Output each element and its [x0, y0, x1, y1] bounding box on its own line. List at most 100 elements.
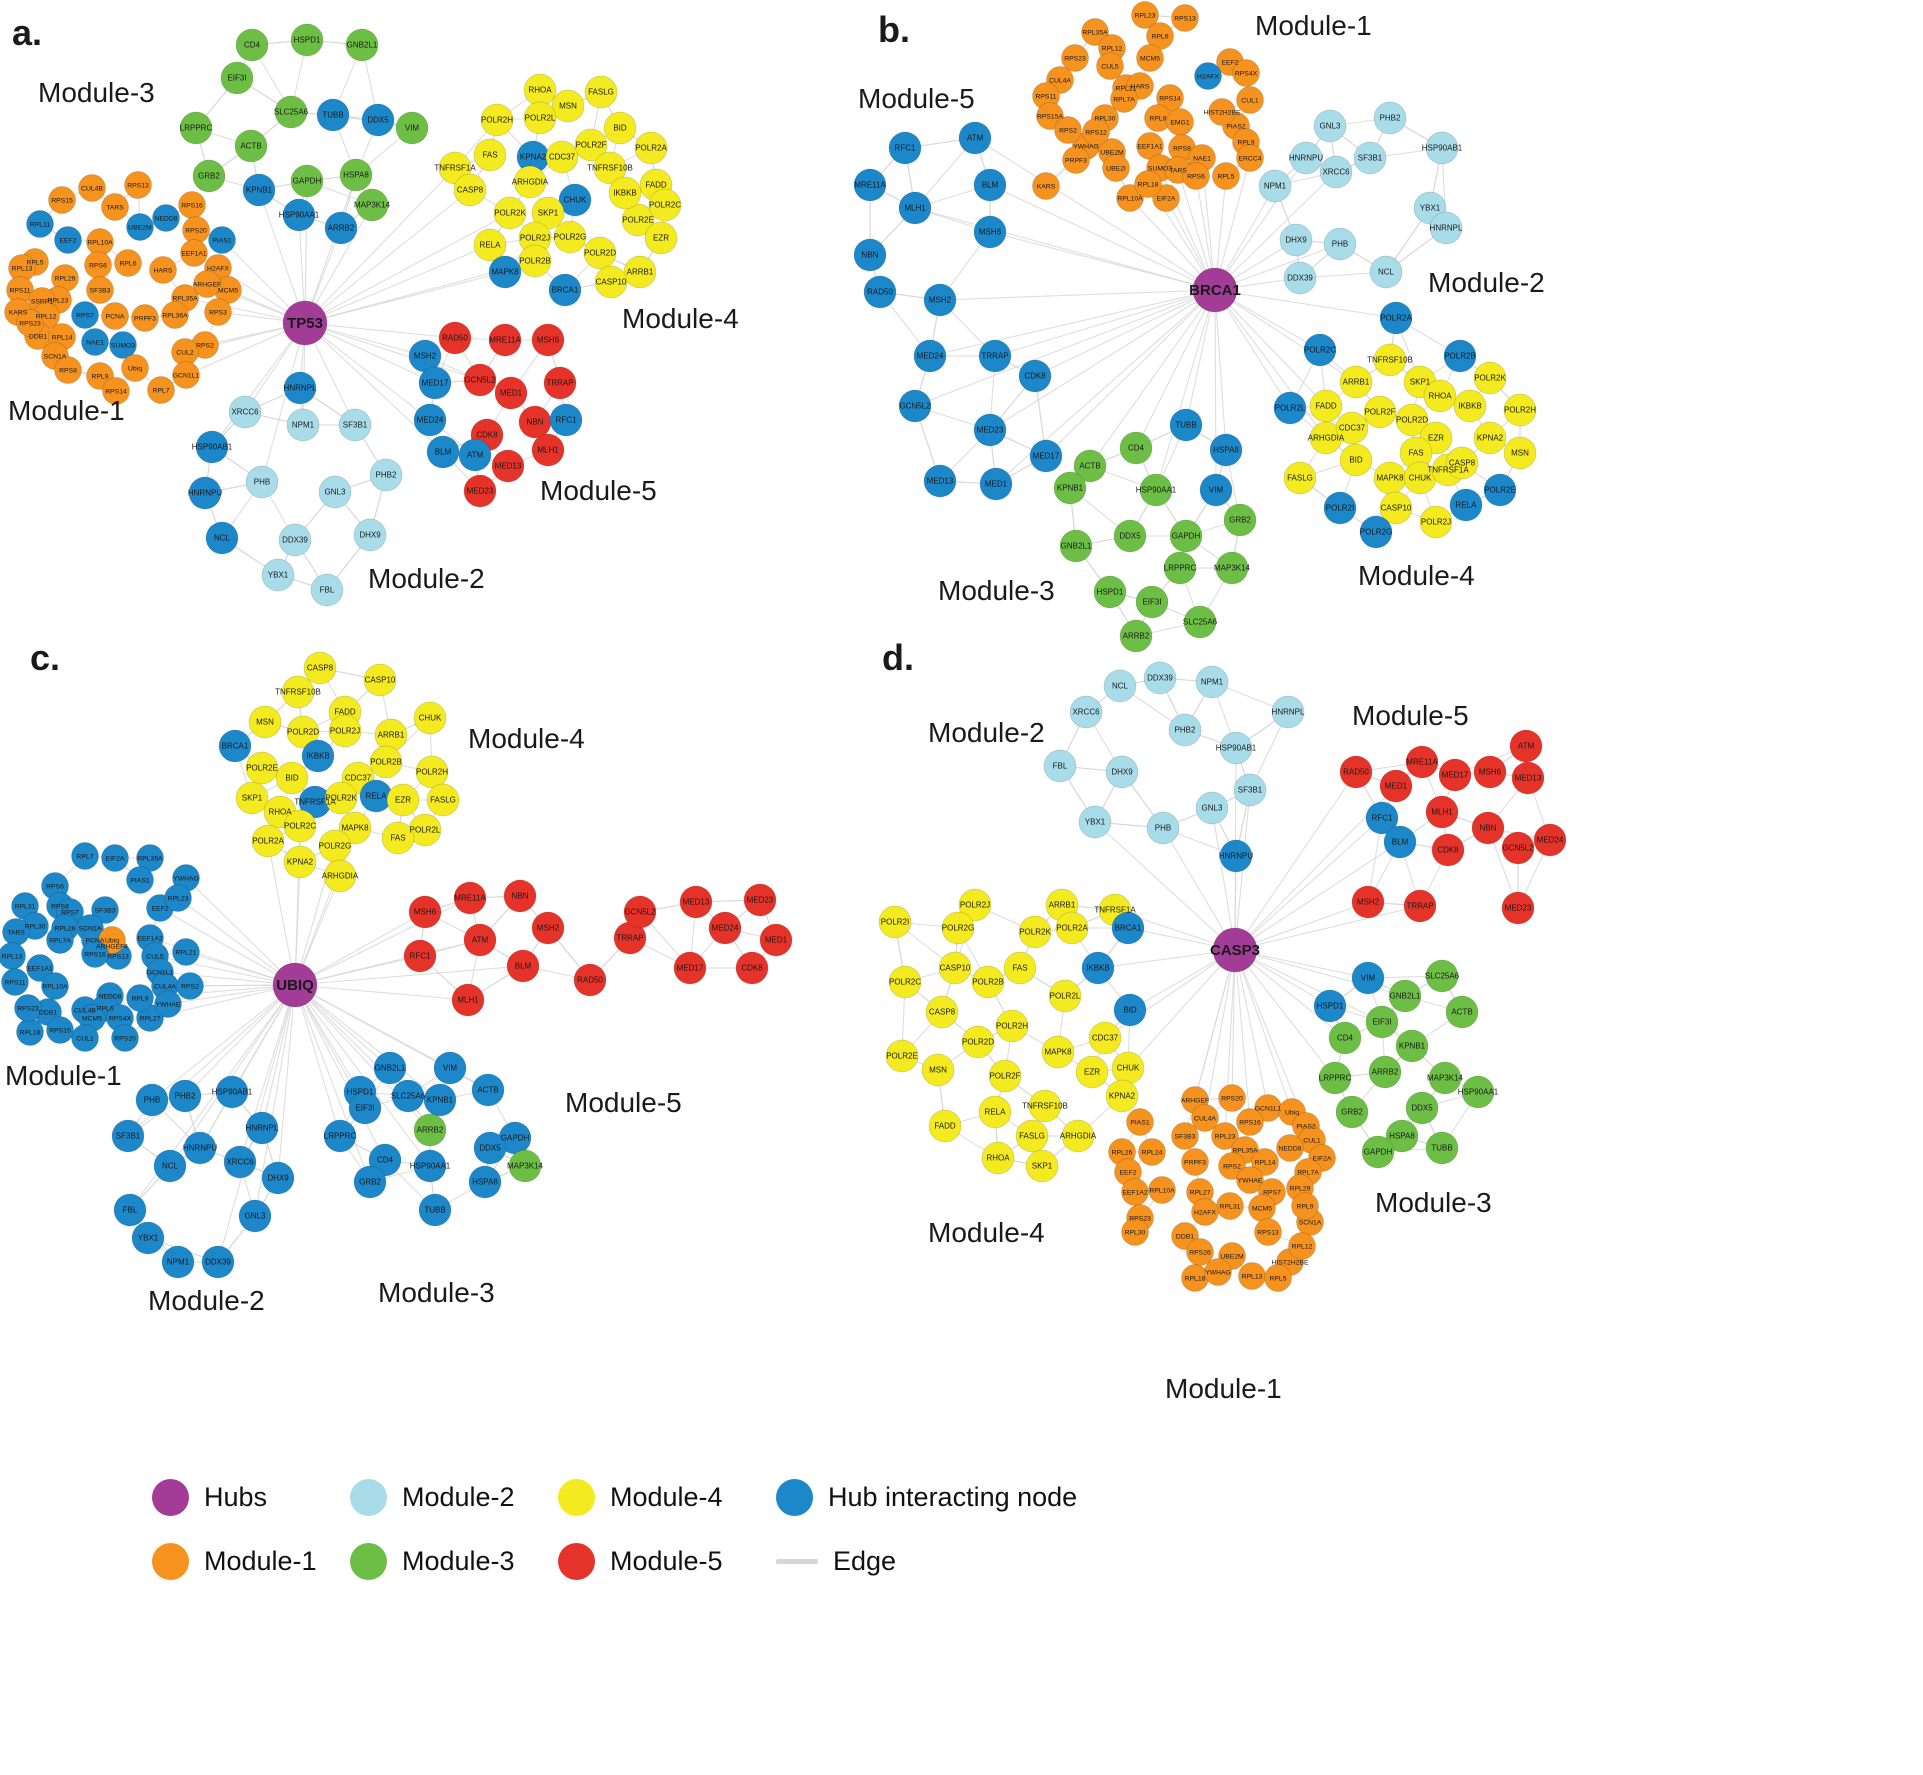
node-label: XRCC6	[231, 407, 259, 416]
network-node	[463, 923, 497, 957]
node-label: HNRNPL	[246, 1123, 279, 1132]
edge	[294, 911, 426, 986]
network-node	[1171, 1122, 1199, 1150]
network-node	[1501, 831, 1535, 865]
node-label: SLC25A6	[274, 107, 309, 116]
node-label: RHOA	[1428, 391, 1452, 400]
node-label: RPS6	[1187, 173, 1205, 180]
network-node	[193, 270, 221, 298]
legend-label: Edge	[833, 1545, 897, 1576]
node-label: RPS23	[1129, 1215, 1151, 1222]
node-label: SF3B1	[1358, 153, 1383, 162]
legend-label: Module-1	[204, 1545, 317, 1576]
node-label: RPL10A	[87, 239, 113, 246]
network-node	[1232, 59, 1260, 87]
node-label: DDB1	[39, 1009, 57, 1016]
network-node	[192, 159, 226, 193]
legend-swatch	[558, 1542, 595, 1580]
edge	[304, 174, 357, 324]
network-node	[245, 465, 279, 499]
node-label: CHUK	[1117, 1063, 1140, 1072]
network-node	[978, 339, 1012, 373]
node-label: MED17	[1033, 451, 1060, 460]
network-node	[503, 879, 537, 913]
network-node	[551, 89, 585, 123]
network-node	[1204, 1258, 1232, 1286]
edge	[159, 907, 296, 986]
node-label: CASP8	[457, 185, 484, 194]
node-label: RPL23	[1215, 1133, 1236, 1140]
network-node	[111, 1119, 145, 1153]
node-label: MAP3K14	[1214, 563, 1251, 572]
node-label: GAPDH	[501, 1133, 530, 1142]
network-node	[323, 859, 357, 893]
network-node	[913, 339, 947, 373]
node-label: SF3B3	[90, 287, 111, 294]
node-label: MCM5	[218, 287, 238, 294]
module-label: Module-1	[5, 1060, 122, 1091]
network-node	[553, 220, 587, 254]
legend-label: Module-2	[402, 1481, 515, 1512]
network-node	[386, 783, 420, 817]
node-label: PHB2	[1380, 113, 1401, 122]
node-label: NBN	[512, 891, 529, 900]
network-node	[1233, 773, 1267, 807]
network-node	[339, 158, 373, 192]
node-label: POLR2K	[1474, 373, 1506, 382]
node-label: PHB	[254, 477, 270, 486]
node-label: PHB2	[376, 470, 397, 479]
node-label: HSP90AA1	[1458, 1087, 1499, 1096]
edge	[1231, 949, 1236, 1099]
node-label: CUL4A	[154, 983, 176, 990]
node-label: H2AFX	[207, 265, 229, 272]
edge	[294, 984, 469, 1001]
network-node	[513, 165, 547, 199]
node-label: MRE11A	[1406, 757, 1438, 766]
node-label: TUBB	[322, 110, 343, 119]
edge	[1211, 807, 1236, 951]
node-label: RPS13	[1174, 15, 1196, 22]
module-label: Module-3	[1375, 1187, 1492, 1218]
node-label: SF3B1	[1238, 785, 1263, 794]
node-label: MRE11A	[454, 893, 486, 902]
module-label: Module-2	[148, 1285, 265, 1316]
network-node	[403, 939, 437, 973]
network-node	[245, 751, 279, 785]
network-node	[1405, 745, 1439, 779]
edge	[994, 289, 1216, 357]
network-node	[1365, 1005, 1399, 1039]
network-node	[488, 255, 522, 289]
edge	[294, 939, 481, 986]
network-node	[1032, 172, 1060, 200]
node-label: ARHGDIA	[512, 177, 549, 186]
node-label: CASP8	[929, 1007, 956, 1016]
edge	[1234, 949, 1269, 1109]
edge	[304, 189, 471, 324]
network-node	[282, 198, 316, 232]
node-label: EEF2	[60, 237, 77, 244]
node-label: CUL1	[76, 1035, 94, 1042]
node-label: CUL1	[1241, 97, 1259, 104]
network-node	[1061, 1119, 1095, 1153]
node-label: POLR2H	[416, 767, 448, 776]
network-node	[1503, 436, 1537, 470]
network-node	[54, 356, 82, 384]
network-node	[548, 273, 582, 307]
edge	[1234, 949, 1251, 1123]
node-label: CASP8	[307, 663, 334, 672]
network-node	[41, 972, 69, 1000]
node-label: BID	[613, 123, 627, 132]
module-label: Module-4	[468, 723, 585, 754]
node-label: RFC1	[895, 143, 916, 152]
node-label: RPS20	[1221, 1095, 1243, 1102]
network-node	[126, 984, 154, 1012]
node-label: RPL5	[26, 259, 43, 266]
node-label: TRRAP	[1406, 901, 1433, 910]
node-label: MSH2	[929, 295, 952, 304]
edge	[1214, 289, 1227, 451]
network-node	[973, 413, 1007, 447]
network-node	[245, 1111, 279, 1145]
node-label: RPL18	[1185, 1275, 1206, 1282]
node-label: EEF1A1	[27, 965, 53, 972]
network-node	[1443, 339, 1477, 373]
